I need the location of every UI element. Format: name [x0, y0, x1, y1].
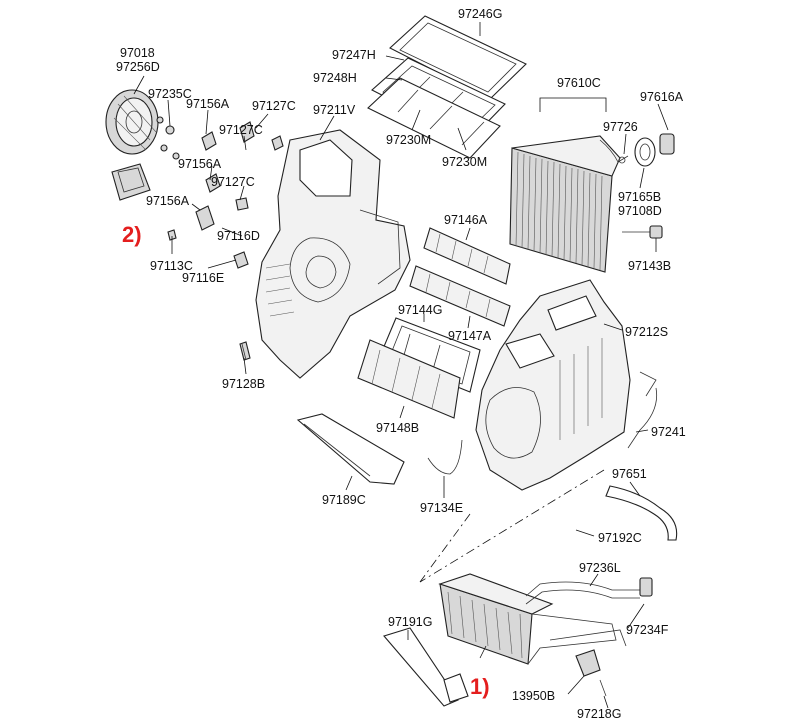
label-97616A: 97616A	[640, 90, 684, 104]
blower-housing-97211V	[255, 129, 411, 379]
heater-core-1	[438, 573, 627, 665]
cover-97191G	[383, 627, 469, 707]
label-97189C: 97189C	[322, 493, 366, 507]
label-97146A: 97146A	[444, 213, 488, 227]
heater-housing-97212S	[475, 279, 657, 491]
filter-element-97230M	[367, 77, 501, 159]
lever-97134E	[427, 439, 463, 475]
label-97192C: 97192C	[598, 531, 642, 545]
actuator-2	[111, 163, 151, 201]
label-97127C-top: 97127C	[252, 99, 296, 113]
label-97610C: 97610C	[557, 76, 601, 90]
door-97146A	[423, 227, 511, 285]
dashed-assembly-line	[419, 469, 605, 583]
cover-97189C	[296, 413, 405, 485]
label-97148B: 97148B	[376, 421, 419, 435]
label-97236L: 97236L	[579, 561, 621, 575]
label-97241: 97241	[651, 425, 686, 439]
door-97148B	[357, 339, 461, 419]
label-97726: 97726	[603, 120, 638, 134]
screw-97218G	[599, 679, 607, 697]
label-97230M-left: 97230M	[386, 133, 431, 147]
pipe-97236L	[525, 581, 651, 605]
label-97247H: 97247H	[332, 48, 376, 62]
label-97165B: 97165B	[618, 190, 661, 204]
clip-97234F	[639, 577, 653, 597]
door-97144G	[379, 317, 481, 393]
label-97248H: 97248H	[313, 71, 357, 85]
drain-hose-97241	[627, 387, 658, 449]
callout-2: 2)	[122, 222, 142, 247]
hose-97651	[605, 485, 678, 541]
o-ring-97726	[618, 156, 626, 164]
label-97651: 97651	[612, 467, 647, 481]
label-97156A-low: 97156A	[146, 194, 190, 208]
label-97246G: 97246G	[458, 7, 502, 21]
leader-lines	[133, 22, 669, 709]
label-97156A-top: 97156A	[186, 97, 230, 111]
label-97147A: 97147A	[448, 329, 492, 343]
lever-97128B	[241, 343, 247, 361]
callout-1: 1)	[470, 674, 490, 699]
label-97212S: 97212S	[625, 325, 668, 339]
label-97018: 97018	[120, 46, 155, 60]
label-97234F: 97234F	[626, 623, 669, 637]
bracket-13950B	[575, 649, 601, 677]
label-97218G: 97218G	[577, 707, 621, 721]
label-97116D: 97116D	[217, 229, 260, 243]
door-97147A	[409, 265, 511, 327]
label-13950B: 13950B	[512, 689, 555, 703]
label-97127C-low: 97127C	[211, 175, 255, 189]
label-97235C: 97235C	[148, 87, 192, 101]
label-97230M-right: 97230M	[442, 155, 487, 169]
label-97143B: 97143B	[628, 259, 671, 273]
evaporator-core-97610C	[509, 135, 629, 273]
label-97191G: 97191G	[388, 615, 432, 629]
label-97128B: 97128B	[222, 377, 265, 391]
label-97116E: 97116E	[182, 271, 224, 285]
label-97256D: 97256D	[116, 60, 160, 74]
label-97156A-mid: 97156A	[178, 157, 222, 171]
label-97113C: 97113C	[150, 259, 193, 273]
small-fasteners	[156, 116, 284, 361]
label-97127C-mid: 97127C	[219, 123, 263, 137]
expansion-valve-97616A	[634, 133, 675, 167]
sensor-97143B	[622, 225, 663, 239]
label-97144G: 97144G	[398, 303, 442, 317]
label-97211V: 97211V	[313, 103, 356, 117]
label-97108D: 97108D	[618, 204, 662, 218]
label-97134E: 97134E	[420, 501, 463, 515]
